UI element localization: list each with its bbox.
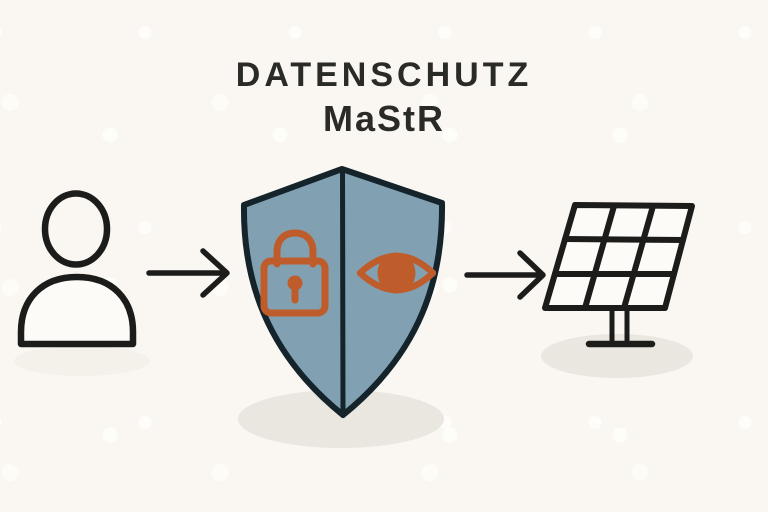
title-line-1: DATENSCHUTZ (235, 56, 533, 94)
shield-icon (240, 166, 446, 418)
shield-shadow (238, 390, 444, 448)
person-body (17, 273, 137, 348)
panel-grid-vertical-2 (621, 203, 656, 311)
shield-center-line (340, 170, 346, 414)
arrow-head (517, 250, 546, 300)
lock-body (260, 257, 329, 317)
panel-grid-horizontal-1 (562, 236, 686, 243)
solar-panel-shadow (541, 334, 693, 378)
lock-icon (260, 229, 329, 317)
person-shadow (14, 346, 150, 376)
lock-keyhole (287, 275, 303, 291)
arrow-head (200, 248, 230, 298)
solar-panel-icon (542, 202, 695, 348)
panel-grid-vertical-1 (582, 203, 617, 311)
eye-pupil (377, 252, 416, 294)
arrow-right-icon (464, 250, 546, 300)
panel-frame (542, 202, 695, 311)
page-title: DATENSCHUTZ MaStR (0, 53, 768, 141)
eye-icon (356, 252, 437, 294)
person-icon (17, 190, 137, 348)
arrow-right-icon (146, 248, 230, 298)
eye-outline (356, 252, 437, 294)
lock-shackle (273, 229, 317, 268)
person-head (41, 190, 111, 268)
title-line-2: MaStR (322, 98, 445, 139)
